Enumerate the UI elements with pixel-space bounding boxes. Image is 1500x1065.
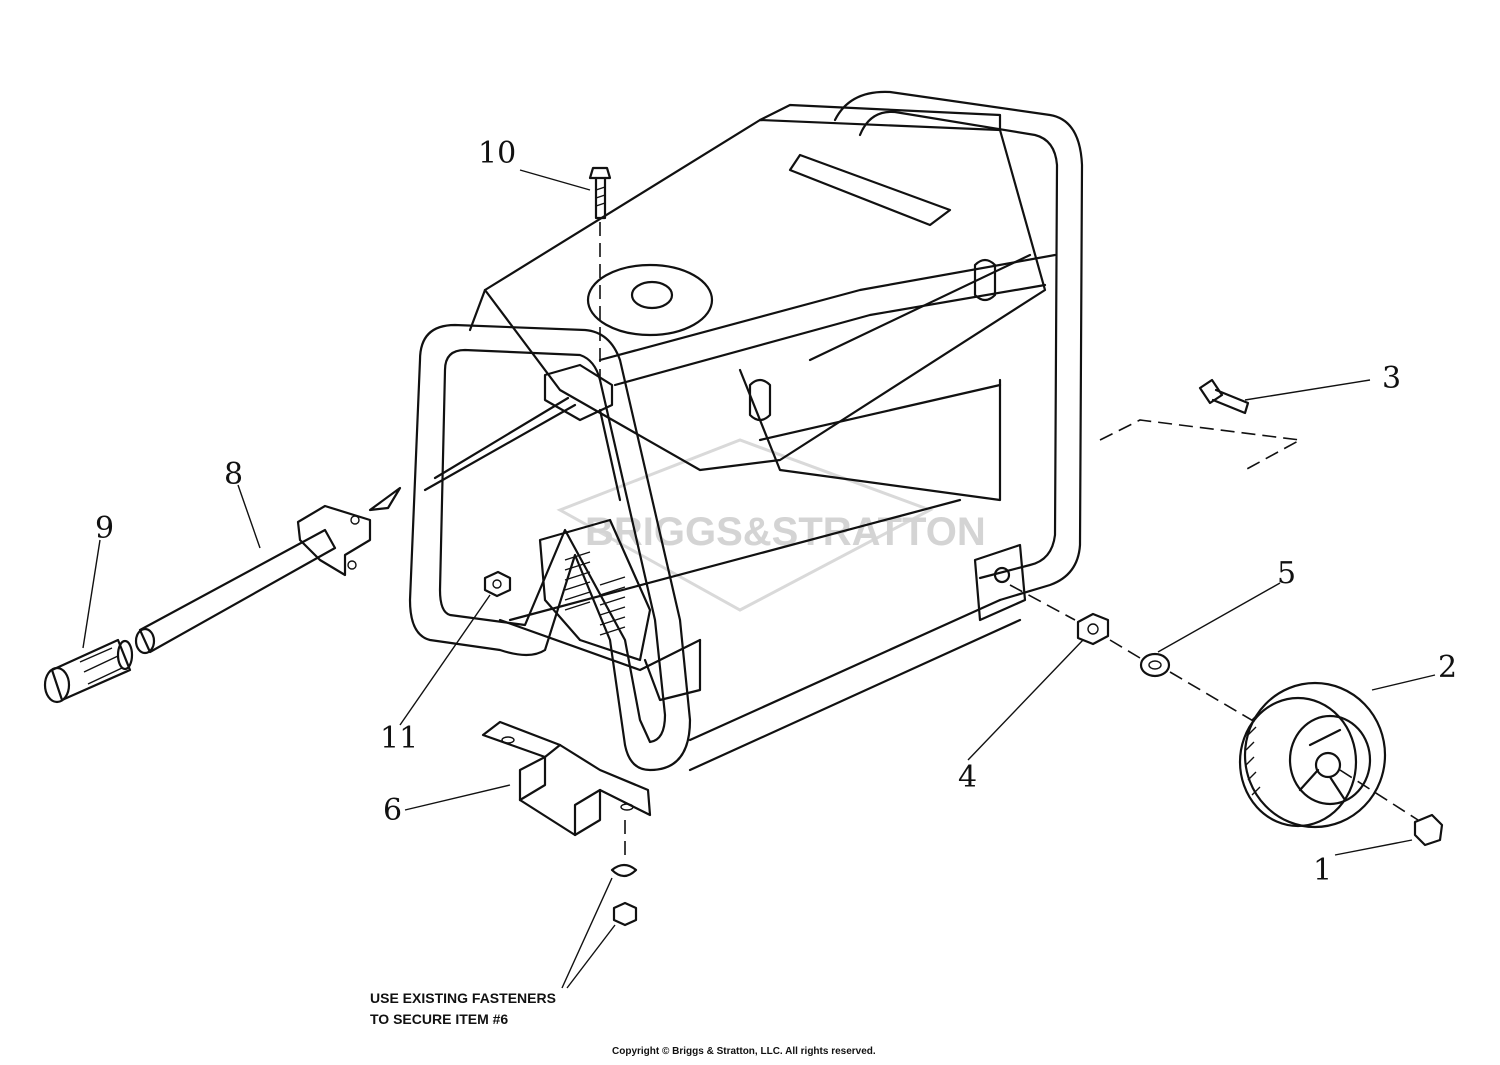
alternator-housing [538, 518, 652, 662]
copyright-text: Copyright © Briggs & Stratton, LLC. All … [612, 1046, 876, 1057]
callout-3: 3 [1382, 361, 1401, 396]
callout-9: 9 [95, 511, 114, 546]
tubular-frame [408, 90, 1084, 772]
fuel-cap-ring [586, 263, 714, 337]
callout-1: 1 [1313, 853, 1332, 888]
mount-knob-b [973, 258, 997, 302]
assembly-arrow [368, 486, 402, 512]
existing-fasteners [561, 863, 638, 989]
nut-item-4 [1076, 612, 1110, 646]
handle-item-8 [134, 486, 402, 655]
lock-washer [610, 863, 638, 878]
cap-item-1 [1413, 813, 1444, 847]
hex-nut [612, 901, 638, 927]
grip-item-9 [43, 638, 134, 704]
callout-8: 8 [224, 457, 243, 492]
wheel-item-2 [1238, 681, 1419, 829]
fastener-note: USE EXISTING FASTENERS TO SECURE ITEM #6 [370, 990, 556, 1027]
handle-mount-bracket [543, 363, 614, 422]
assembly-centerline [1009, 584, 1256, 723]
callout-labels: 1 2 3 4 5 6 8 9 10 11 [95, 136, 1457, 888]
axle-bracket [973, 543, 1027, 622]
note-line-2: TO SECURE ITEM #6 [370, 1011, 508, 1027]
callout-11: 11 [380, 721, 418, 756]
callout-4: 4 [958, 760, 977, 795]
callout-2: 2 [1438, 650, 1457, 685]
axle-bolt-item-3 [1099, 378, 1303, 471]
callout-10: 10 [478, 136, 516, 171]
wheel-hub [1314, 751, 1342, 779]
note-line-1: USE EXISTING FASTENERS [370, 990, 556, 1006]
callout-6: 6 [383, 793, 402, 828]
fuel-cap [630, 280, 674, 310]
vent-slots [564, 551, 626, 636]
mount-knob-a [748, 378, 772, 422]
callout-5: 5 [1277, 556, 1296, 591]
washer-item-5 [1139, 652, 1171, 678]
tank-label-plate [788, 153, 952, 227]
bracket-item-6 [481, 720, 652, 860]
bolt-item-10 [588, 166, 612, 380]
leader-lines [82, 169, 1436, 856]
nut-item-11 [483, 570, 512, 598]
handle-bracket [296, 504, 372, 577]
axle-hole [993, 566, 1011, 584]
brand-watermark: BRIGGS&STRATTON [556, 438, 986, 612]
